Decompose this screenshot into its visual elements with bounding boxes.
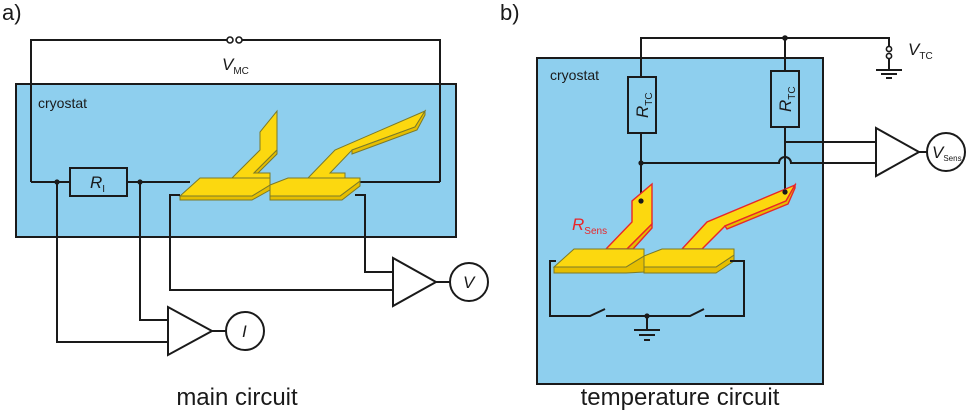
wire-ground-left-switch [549, 260, 606, 317]
source-terminal-left [226, 36, 234, 44]
wire-ground-right [705, 260, 745, 317]
sample-structure-a [178, 109, 427, 201]
panel-b-label: b) [500, 0, 520, 25]
amplifier-v [392, 256, 439, 308]
cryostat-label-a: cryostat [38, 95, 87, 111]
wire-v-probe-low [169, 194, 393, 291]
resistor-rtc-1 [627, 76, 657, 134]
voltmeter-v [449, 262, 489, 302]
source-vtc-label: VTC [908, 40, 933, 62]
caption-main-circuit: main circuit [176, 384, 298, 411]
pad-left [178, 177, 271, 197]
wire-source-right [240, 39, 441, 182]
ground-supply-icon [876, 59, 902, 79]
wire-source-left [30, 39, 228, 182]
amplifier-i [167, 305, 215, 357]
supply-terminal-bottom [885, 52, 893, 60]
sample-structure-b [552, 182, 797, 274]
pad-left-b [552, 248, 645, 268]
caption-temperature-circuit: temperature circuit [581, 384, 780, 411]
cryostat-box-b [536, 57, 824, 385]
resistor-rtc-2 [770, 70, 800, 128]
node-rtc1 [638, 160, 644, 166]
ground-cryostat-icon [634, 316, 660, 341]
wire-i-probe-high [139, 182, 168, 321]
cryostat-box-a [15, 83, 457, 238]
ammeter-i-label: I [242, 322, 247, 341]
resistor-ri [69, 167, 128, 197]
node-sensor-right [782, 189, 788, 195]
node-sensor-left [638, 198, 644, 204]
panel-b: b) cryostat VTC RTC RTC VSens [500, 0, 966, 411]
resistor-ri-label: RI [90, 173, 105, 195]
arm-right-sensor-side [723, 182, 796, 230]
supply-terminal-top [885, 45, 893, 53]
pad-right [269, 177, 361, 197]
resistor-rtc-1-label: RTC [633, 92, 655, 118]
wire-supply-top [640, 37, 890, 97]
voltmeter-vsens [926, 132, 966, 172]
wire-ground-right-switch [606, 308, 705, 317]
voltmeter-vsens-label: VSens [932, 143, 962, 163]
voltmeter-v-label: V [463, 273, 476, 292]
ammeter-i [225, 311, 265, 351]
source-terminal-right [235, 36, 243, 44]
sensor-rsens-label: RSens [572, 215, 607, 237]
wire-v-probe-high [355, 194, 393, 273]
source-vmc-label: VMC [222, 55, 249, 77]
wire-i-probe-low [56, 182, 168, 343]
resistor-rtc-2-label: RTC [776, 86, 798, 112]
wire-sens-low-crossover [641, 156, 876, 164]
panel-a: a) cryostat VMC RI [2, 0, 489, 411]
amplifier-sens [875, 126, 922, 178]
arm-left-side [252, 148, 278, 174]
cryostat-label-b: cryostat [550, 67, 599, 83]
pad-right-b [643, 248, 735, 268]
arm-right-side [351, 109, 426, 155]
panel-a-label: a) [2, 0, 22, 25]
node-supply [782, 35, 788, 41]
